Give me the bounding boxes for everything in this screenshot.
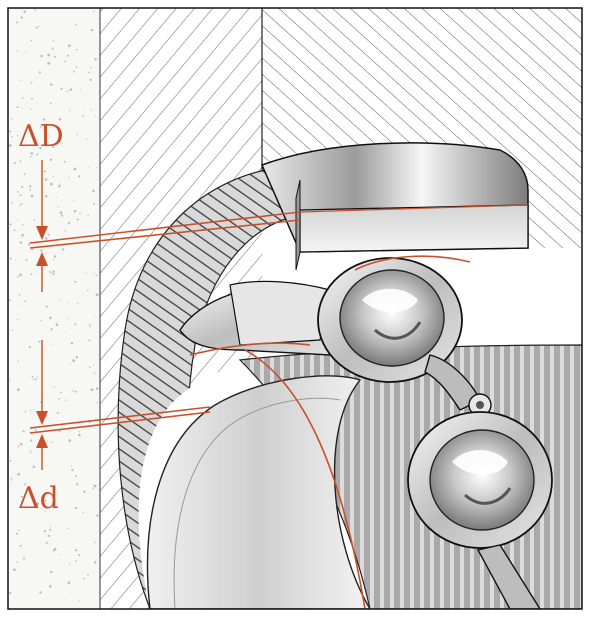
shaft-background bbox=[8, 8, 100, 609]
outer-fit-lines bbox=[29, 204, 529, 271]
speckle-texture bbox=[8, 9, 99, 602]
ball-lower bbox=[429, 429, 535, 531]
delta-D-dimension bbox=[36, 160, 48, 292]
ball-upper bbox=[339, 269, 445, 367]
inner-ring-face bbox=[146, 375, 371, 609]
inner-fit-lines bbox=[29, 342, 366, 609]
delta-d-label: Δd bbox=[18, 481, 59, 516]
delta-D-label: ΔD bbox=[18, 119, 64, 154]
delta-d-dimension bbox=[36, 340, 48, 470]
figure-frame bbox=[7, 7, 583, 610]
